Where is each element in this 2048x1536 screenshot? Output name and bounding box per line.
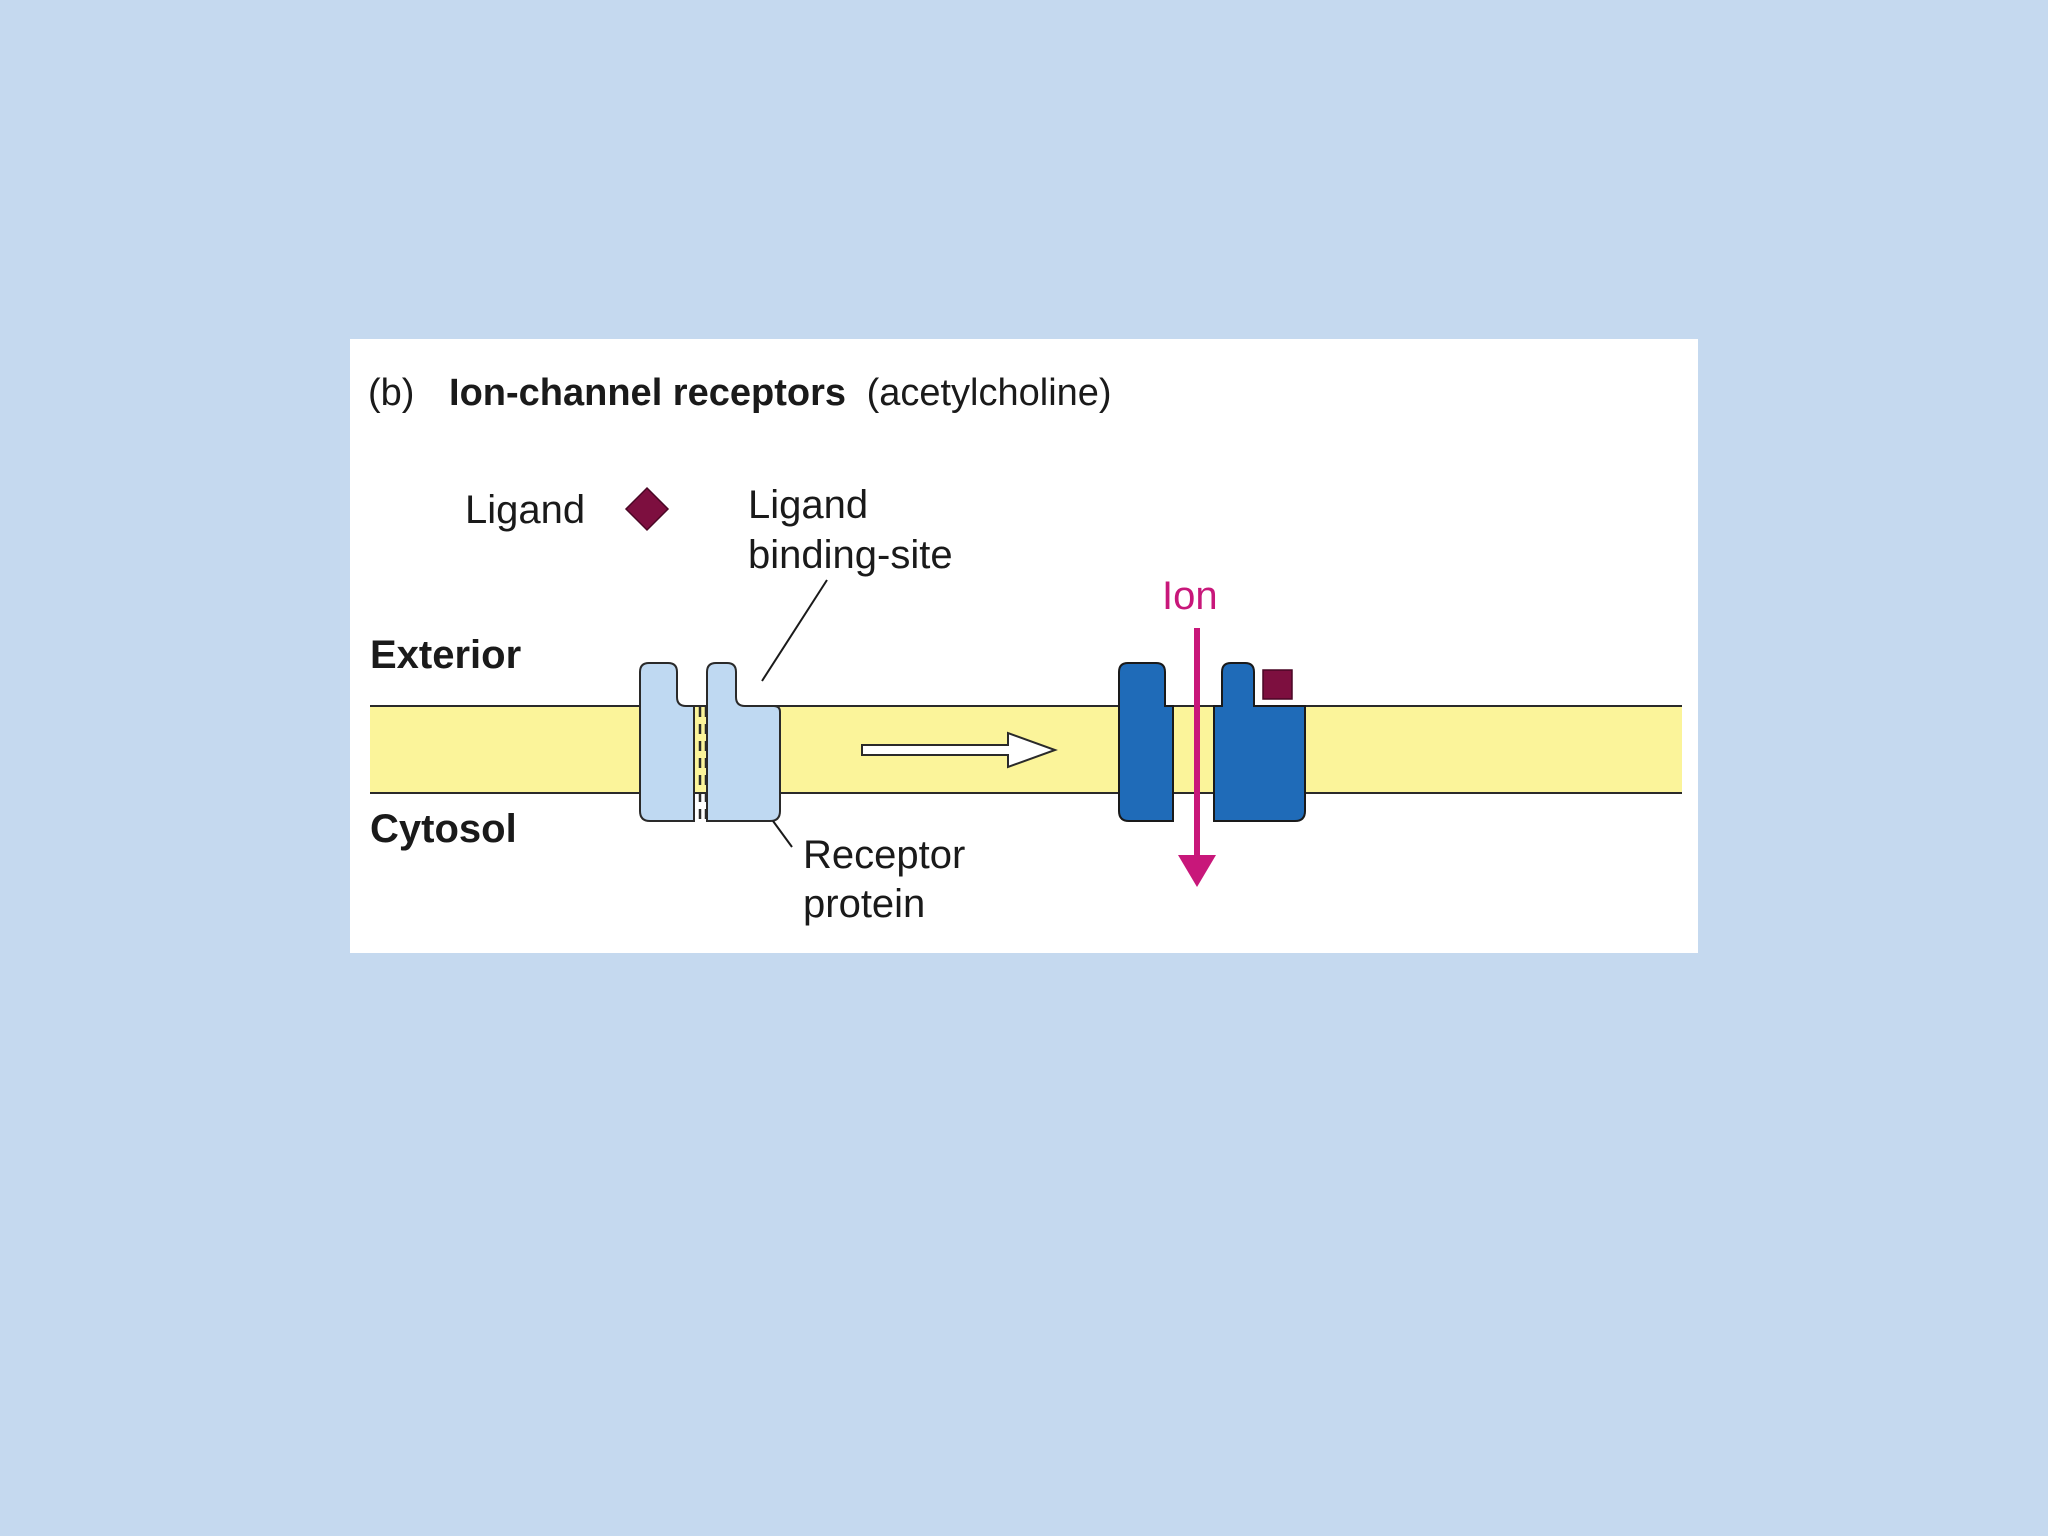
receptor-label-line1: Receptor	[803, 833, 965, 877]
cytosol-label: Cytosol	[370, 807, 517, 851]
figure-panel: (b) Ion-channel receptors (acetylcholine…	[350, 339, 1698, 953]
open-receptor-right-subunit	[1213, 662, 1306, 822]
figure-title-bold: Ion-channel receptors	[449, 372, 846, 414]
figure-part-label: (b)	[368, 372, 414, 414]
figure-title-paren: (acetylcholine)	[867, 372, 1112, 414]
ligand-diamond-icon	[624, 486, 670, 532]
closed-receptor-left-subunit	[639, 662, 695, 822]
exterior-label: Exterior	[370, 633, 521, 677]
binding-site-leader-line	[761, 579, 828, 682]
ion-channel-diagram: (b) Ion-channel receptors (acetylcholine…	[368, 372, 1682, 926]
binding-site-label-line1: Ligand	[748, 483, 868, 527]
ion-flow-arrow-head-icon	[1178, 855, 1216, 887]
binding-site-label-line2: binding-site	[748, 533, 953, 577]
bound-ligand-square-icon	[1262, 669, 1293, 700]
ligand-label: Ligand	[465, 488, 585, 532]
receptor-label-line2: protein	[803, 882, 925, 926]
figure-title: (b) Ion-channel receptors (acetylcholine…	[368, 372, 1112, 414]
receptor-leader-line	[772, 820, 793, 848]
transition-arrow-icon	[861, 731, 1058, 769]
ion-label: Ion	[1162, 574, 1218, 618]
open-receptor-left-subunit	[1118, 662, 1174, 822]
closed-receptor-right-subunit	[706, 662, 781, 822]
